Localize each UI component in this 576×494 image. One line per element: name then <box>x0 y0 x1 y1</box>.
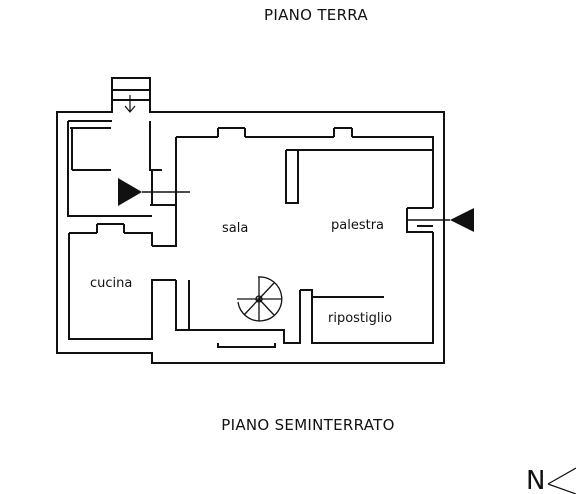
ripostiglio-wall <box>300 289 384 299</box>
bottom-bay <box>217 343 276 348</box>
door-cucina <box>96 223 125 233</box>
floor-title-basement: PIANO SEMINTERRATO <box>221 416 395 434</box>
inner-wall <box>175 136 434 344</box>
door-top-2 <box>333 127 353 137</box>
entrance-arrows <box>118 95 474 232</box>
door-right <box>406 207 433 233</box>
entrance-arrow-right <box>450 208 474 232</box>
entrance-steps <box>70 78 150 171</box>
room-label-cucina: cucina <box>90 276 132 291</box>
entrance-hall-wall <box>67 120 177 247</box>
walls <box>56 77 445 364</box>
room-label-sala: sala <box>222 221 248 236</box>
room-label-palestra: palestra <box>331 218 384 233</box>
partition-wall <box>285 149 433 204</box>
room-label-ripostiglio: ripostiglio <box>328 311 392 326</box>
stair-arrow-head <box>124 105 136 113</box>
door-top-1 <box>217 127 246 137</box>
north-arrow-icon <box>547 467 576 494</box>
north-label: N <box>526 466 545 494</box>
cucina-wall <box>68 232 190 340</box>
entrance-arrow-left <box>118 178 142 206</box>
floor-title-ground: PIANO TERRA <box>264 6 368 24</box>
spiral-staircase <box>237 276 283 322</box>
